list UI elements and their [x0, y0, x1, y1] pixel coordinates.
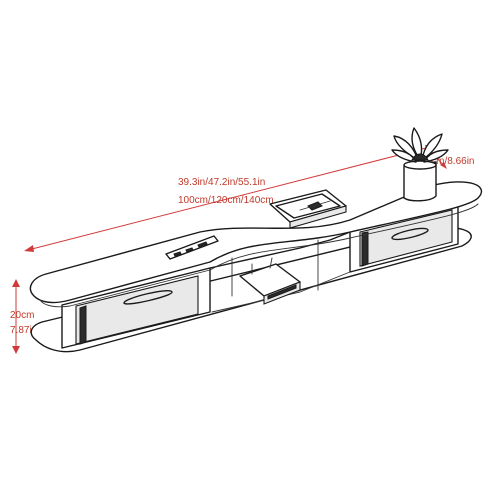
- height-cm-label: 20cm: [10, 310, 34, 321]
- height-arrow-top-icon: [12, 279, 20, 287]
- left-drawer-handle-icon[interactable]: [123, 290, 173, 305]
- width-dimension-line: [27, 146, 431, 251]
- shelf-top-board: [29, 181, 483, 304]
- set-top-box-icon: [239, 257, 301, 305]
- book-stack-icon: [269, 189, 347, 229]
- plant-pot-rim: [403, 160, 437, 170]
- width-inch-label: 39.3in/47.2in/55.1in: [178, 177, 265, 188]
- left-drawer-face: [75, 275, 199, 345]
- tv-shelf: [29, 181, 483, 353]
- width-cm-label: 100cm/120cm/140cm: [178, 195, 274, 206]
- depth-arrow-bottom-icon: [440, 162, 447, 169]
- middle-back-edge: [209, 231, 351, 269]
- height-arrow-bottom-icon: [12, 346, 20, 354]
- right-drawer-inner-edge: [361, 231, 369, 267]
- shelf-top-board-edge: [39, 203, 479, 308]
- depth-label: 22cm/8.66in: [420, 156, 474, 167]
- plant-pot: [403, 161, 437, 202]
- width-arrow-left-icon: [24, 245, 34, 252]
- remote-control-icon: [165, 235, 219, 260]
- middle-shelf-edge: [211, 271, 351, 313]
- right-drawer-handle-icon[interactable]: [391, 227, 429, 241]
- left-drawer-inner-edge: [79, 305, 87, 345]
- potted-succulent-icon: [391, 127, 449, 202]
- height-inch-label: 7.87in: [10, 325, 37, 336]
- height-dimension: 20cm 7.87in: [10, 279, 37, 354]
